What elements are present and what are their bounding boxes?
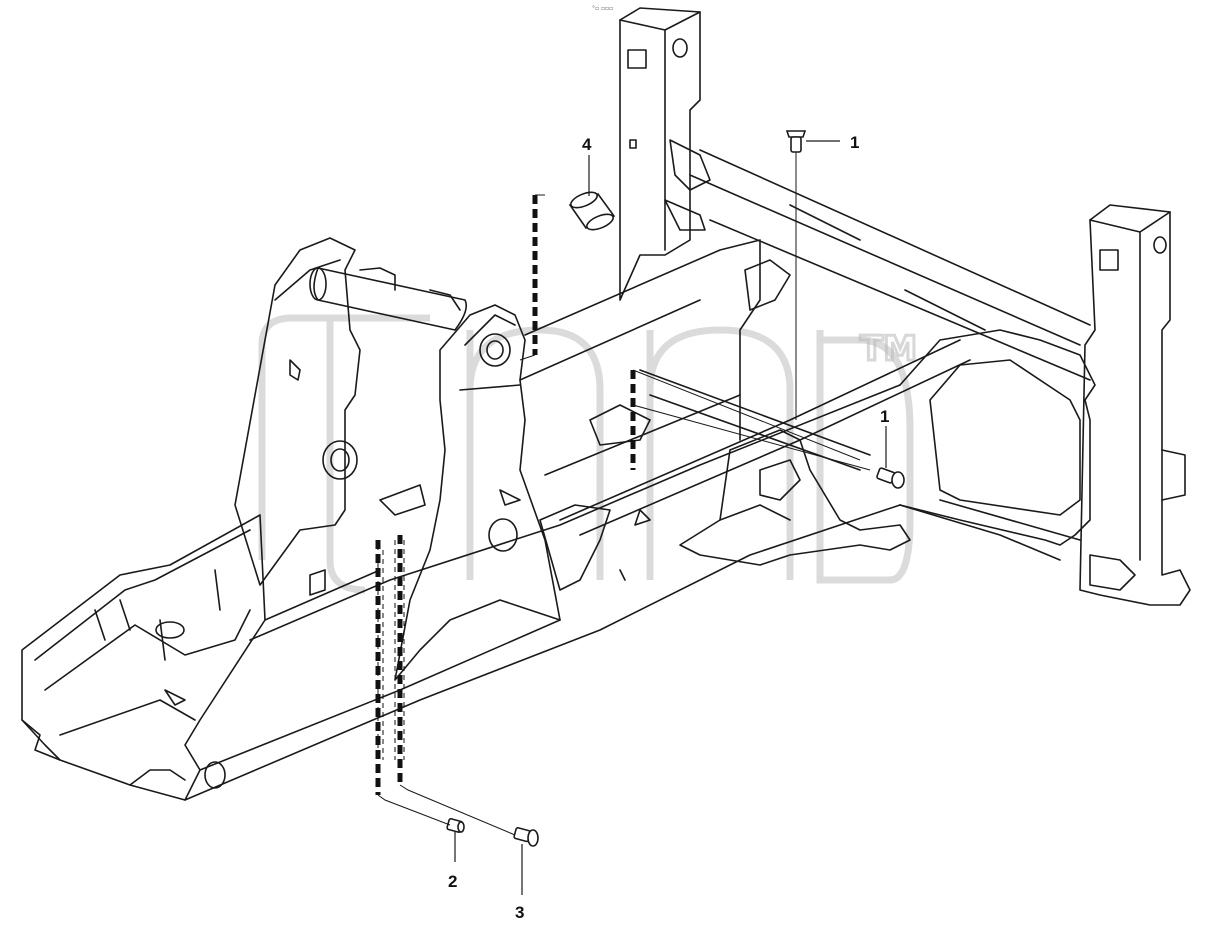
loader-frame-drawing [21, 7, 1191, 801]
watermark-logo: TM [258, 314, 919, 594]
assembly-paths [375, 152, 871, 836]
callout-label: 4 [582, 135, 592, 154]
part-1-lower-bolt [876, 467, 905, 489]
callout-group-4: 4 [582, 135, 592, 196]
callout-group-3: 3 [515, 844, 524, 922]
callout-label: 2 [448, 872, 457, 891]
callout-label: 3 [515, 903, 524, 922]
part-2-pin [446, 818, 465, 833]
callout-group-1-upper: 1 [806, 133, 859, 152]
callout-group-2: 2 [448, 832, 457, 891]
callout-label: 1 [850, 133, 859, 152]
part-3-bolt [513, 827, 539, 847]
corner-marker: °▫ ▫▫▫ [592, 5, 613, 12]
trademark-symbol: TM [860, 329, 917, 369]
part-1-upper-bolt [785, 130, 807, 153]
callout-label: 1 [880, 407, 889, 426]
part-4-bushing [568, 191, 616, 231]
callout-group-1-lower: 1 [880, 407, 889, 468]
